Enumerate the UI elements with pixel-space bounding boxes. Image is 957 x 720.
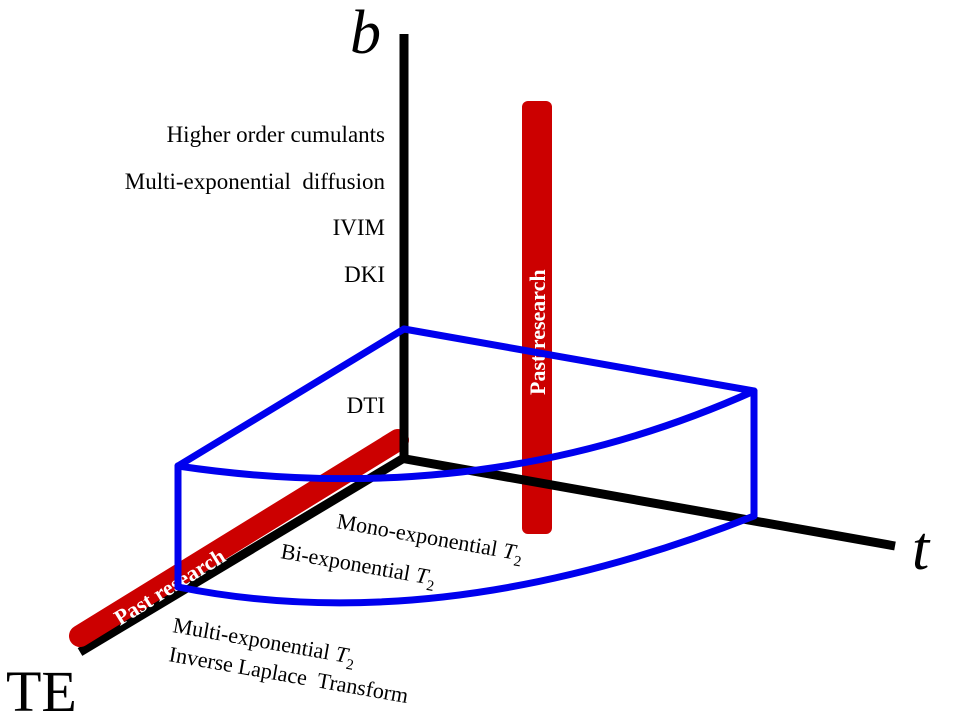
label-dki: DKI (344, 262, 385, 287)
t2-subscript: 2 (425, 578, 435, 595)
label-ivim: IVIM (333, 215, 385, 240)
b-axis-label: b (350, 0, 381, 67)
t2-subscript: 2 (345, 657, 355, 674)
label-higher-order-cumulants: Higher order cumulants (167, 122, 385, 147)
label-bi-exponential-t2: Bi-exponentialT2 (278, 538, 437, 595)
bi-exponential-text: Bi-exponential (279, 538, 412, 585)
label-multi-exponential-diffusion: Multi-exponential diffusion (125, 169, 386, 194)
past-research-vertical-label: Past research (525, 269, 550, 395)
t-axis-label: t (912, 515, 931, 583)
svg-text:Bi-exponentialT2: Bi-exponentialT2 (278, 538, 437, 595)
label-dti: DTI (347, 393, 385, 418)
past-research-diagonal-label: Past research (110, 543, 230, 630)
te-axis-label: TE (6, 659, 77, 720)
t2-subscript: 2 (512, 553, 522, 570)
te-axis-line (77, 454, 407, 656)
parameter-region (174, 325, 758, 607)
past-research-diagonal-bar (69, 429, 409, 647)
past-research-vertical-bar (522, 101, 552, 534)
